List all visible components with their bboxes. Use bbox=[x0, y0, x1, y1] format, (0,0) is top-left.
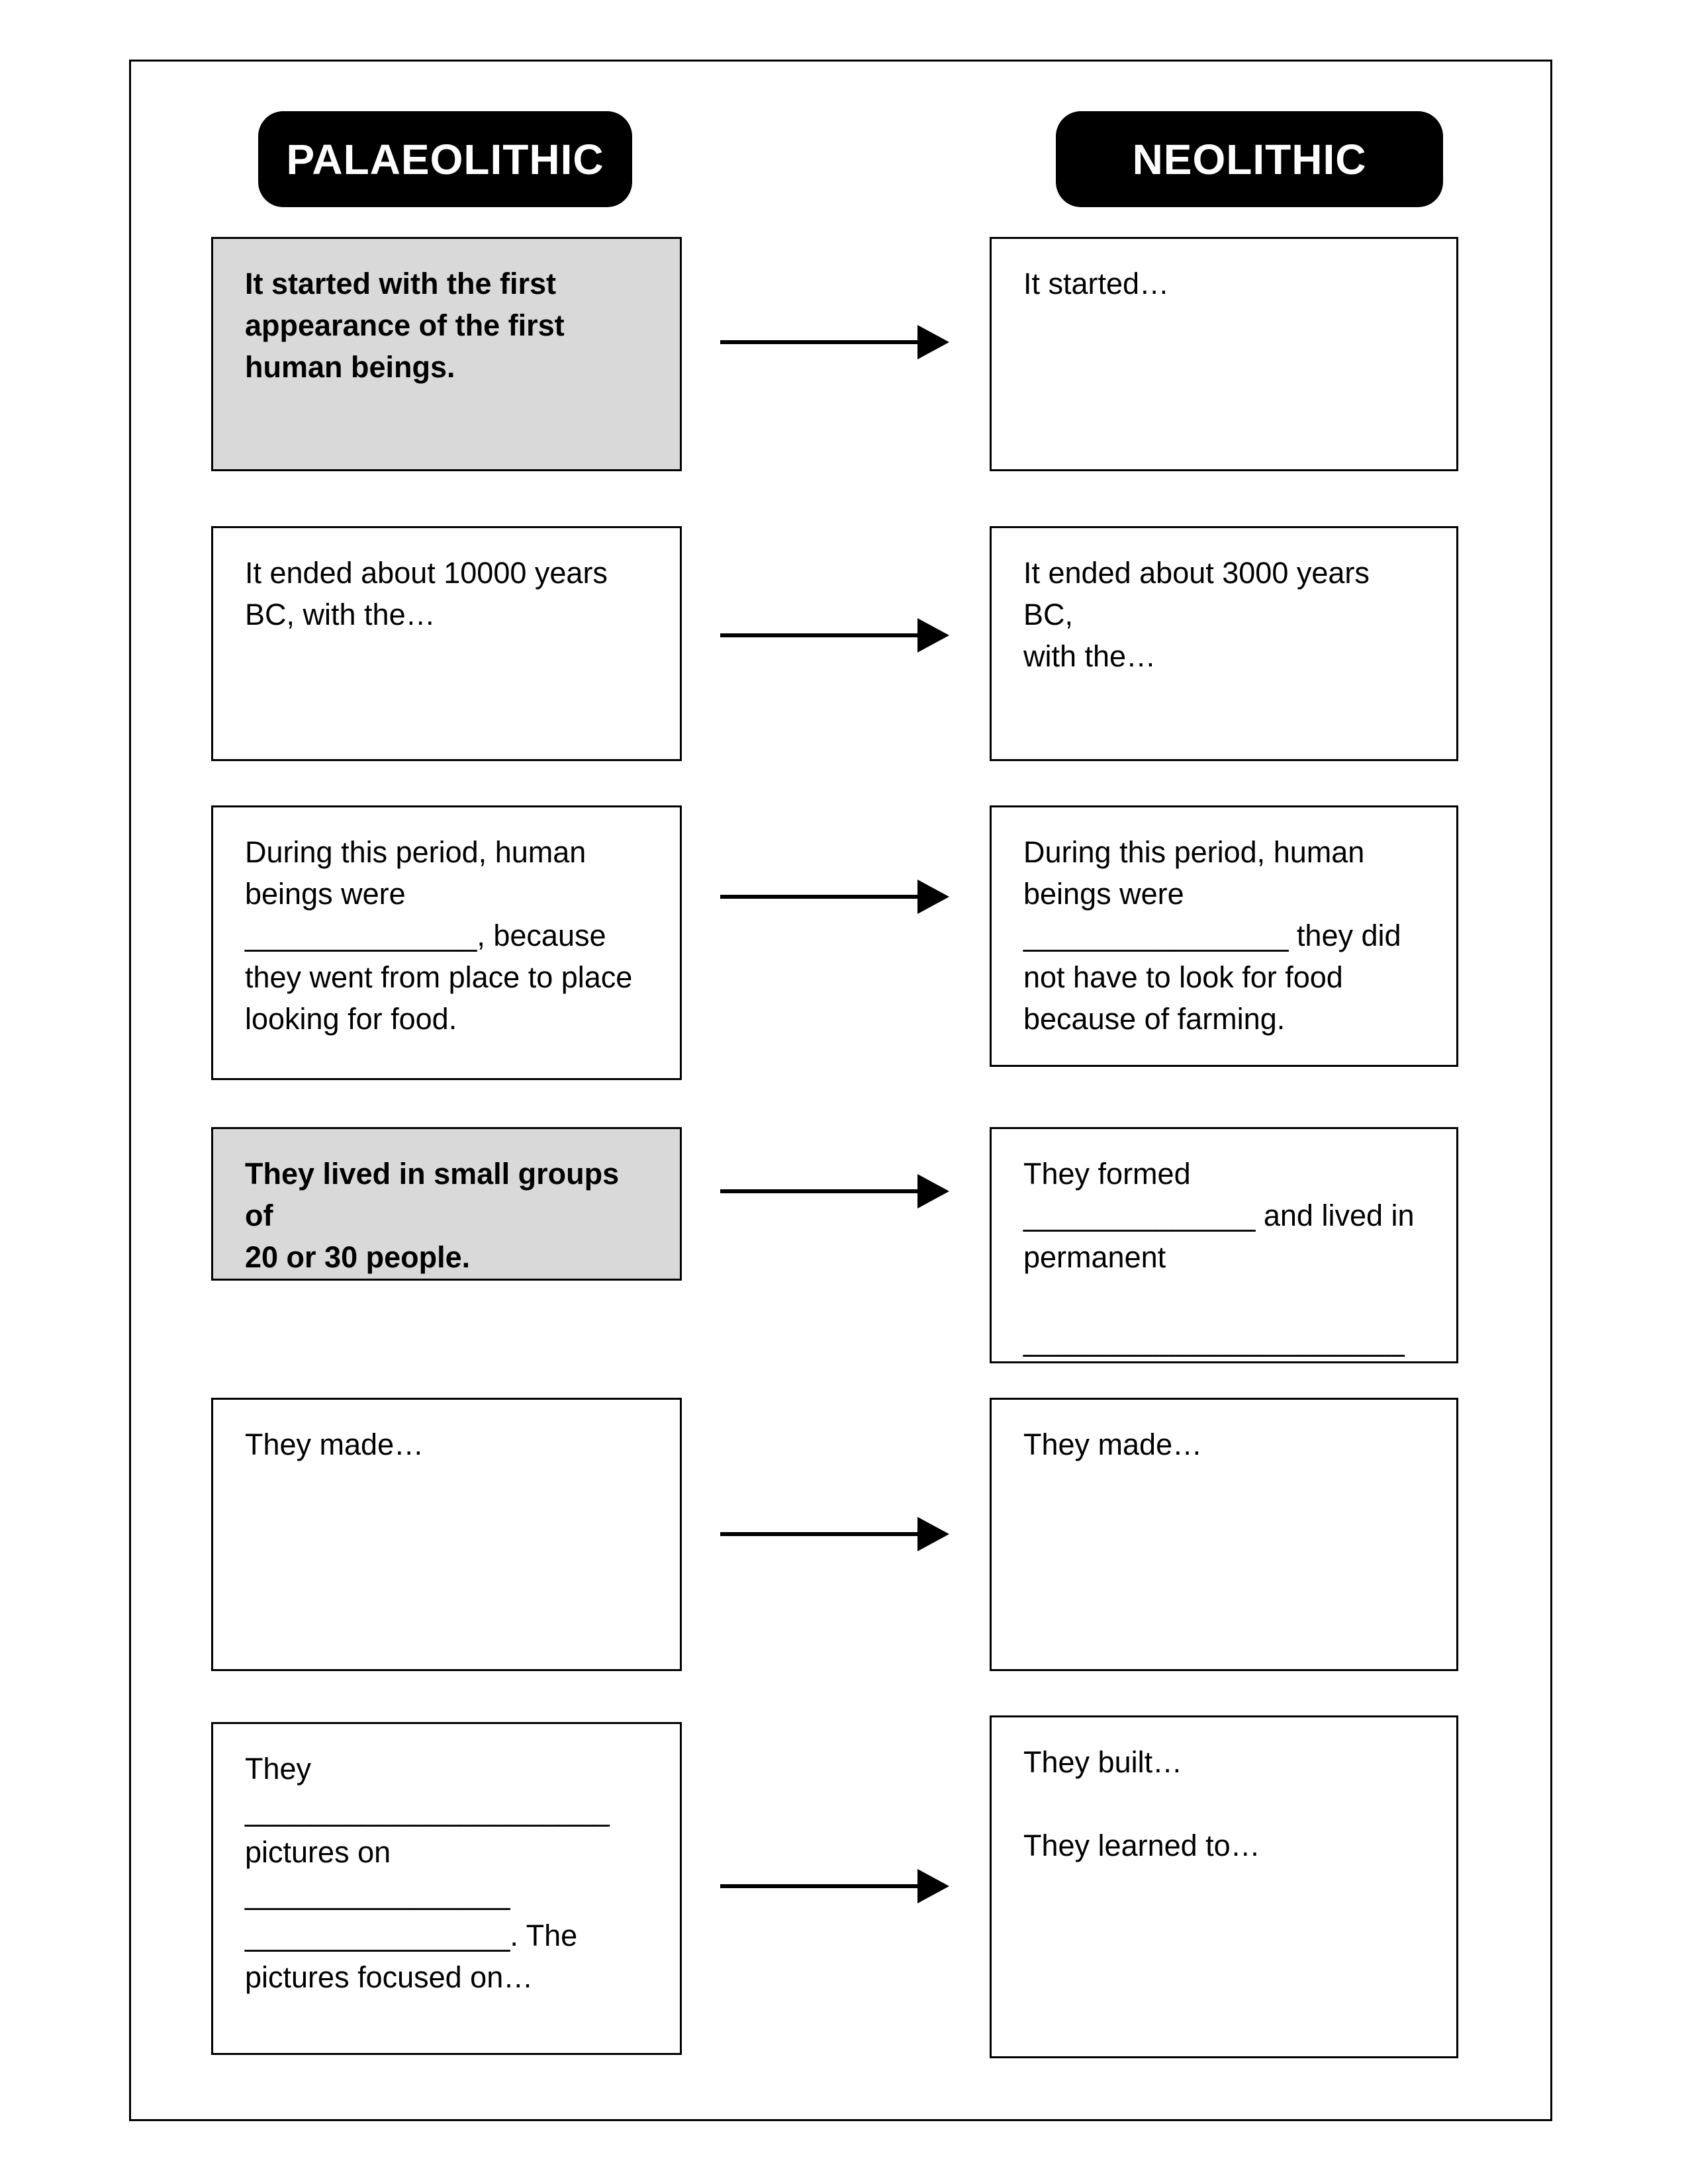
palaeo-box-made: They made… bbox=[211, 1398, 682, 1671]
right-arrow-icon bbox=[720, 325, 949, 359]
palaeo-box-groups: They lived in small groups of 20 or 30 p… bbox=[211, 1127, 682, 1281]
right-arrow-icon bbox=[720, 1174, 949, 1208]
palaeolithic-header-label: PALAEOLITHIC bbox=[286, 135, 604, 183]
neolithic-header-label: NEOLITHIC bbox=[1132, 135, 1367, 183]
right-arrow-icon bbox=[720, 618, 949, 653]
neo-box-lifestyle: During this period, human beings were __… bbox=[990, 805, 1458, 1067]
neo-box-settlements: They formed ______________ and lived in … bbox=[990, 1127, 1458, 1363]
arrow-head bbox=[917, 618, 949, 653]
arrow-shaft bbox=[720, 340, 919, 344]
palaeolithic-header-badge: PALAEOLITHIC bbox=[258, 111, 632, 207]
arrow-head bbox=[917, 1174, 949, 1208]
arrow-head bbox=[917, 880, 949, 914]
neo-box-made: They made… bbox=[990, 1398, 1458, 1671]
arrow-head bbox=[917, 325, 949, 359]
neolithic-header-badge: NEOLITHIC bbox=[1056, 111, 1443, 207]
arrow-head bbox=[917, 1517, 949, 1551]
arrow-shaft bbox=[720, 895, 919, 899]
neo-box-started: It started… bbox=[990, 237, 1458, 471]
arrow-shaft bbox=[720, 633, 919, 637]
arrow-shaft bbox=[720, 1189, 919, 1193]
right-arrow-icon bbox=[720, 1869, 949, 1903]
arrow-shaft bbox=[720, 1532, 919, 1536]
arrow-shaft bbox=[720, 1884, 919, 1888]
palaeo-box-started: It started with the first appearance of … bbox=[211, 237, 682, 471]
neo-box-ended: It ended about 3000 years BC, with the… bbox=[990, 526, 1458, 761]
arrow-head bbox=[917, 1869, 949, 1903]
palaeo-box-lifestyle: During this period, human beings were __… bbox=[211, 805, 682, 1080]
palaeo-box-ended: It ended about 10000 years BC, with the… bbox=[211, 526, 682, 761]
right-arrow-icon bbox=[720, 1517, 949, 1551]
palaeo-box-art: They ______________________ pictures on … bbox=[211, 1722, 682, 2055]
right-arrow-icon bbox=[720, 880, 949, 914]
neo-box-built-learned: They built… They learned to… bbox=[990, 1715, 1458, 2058]
